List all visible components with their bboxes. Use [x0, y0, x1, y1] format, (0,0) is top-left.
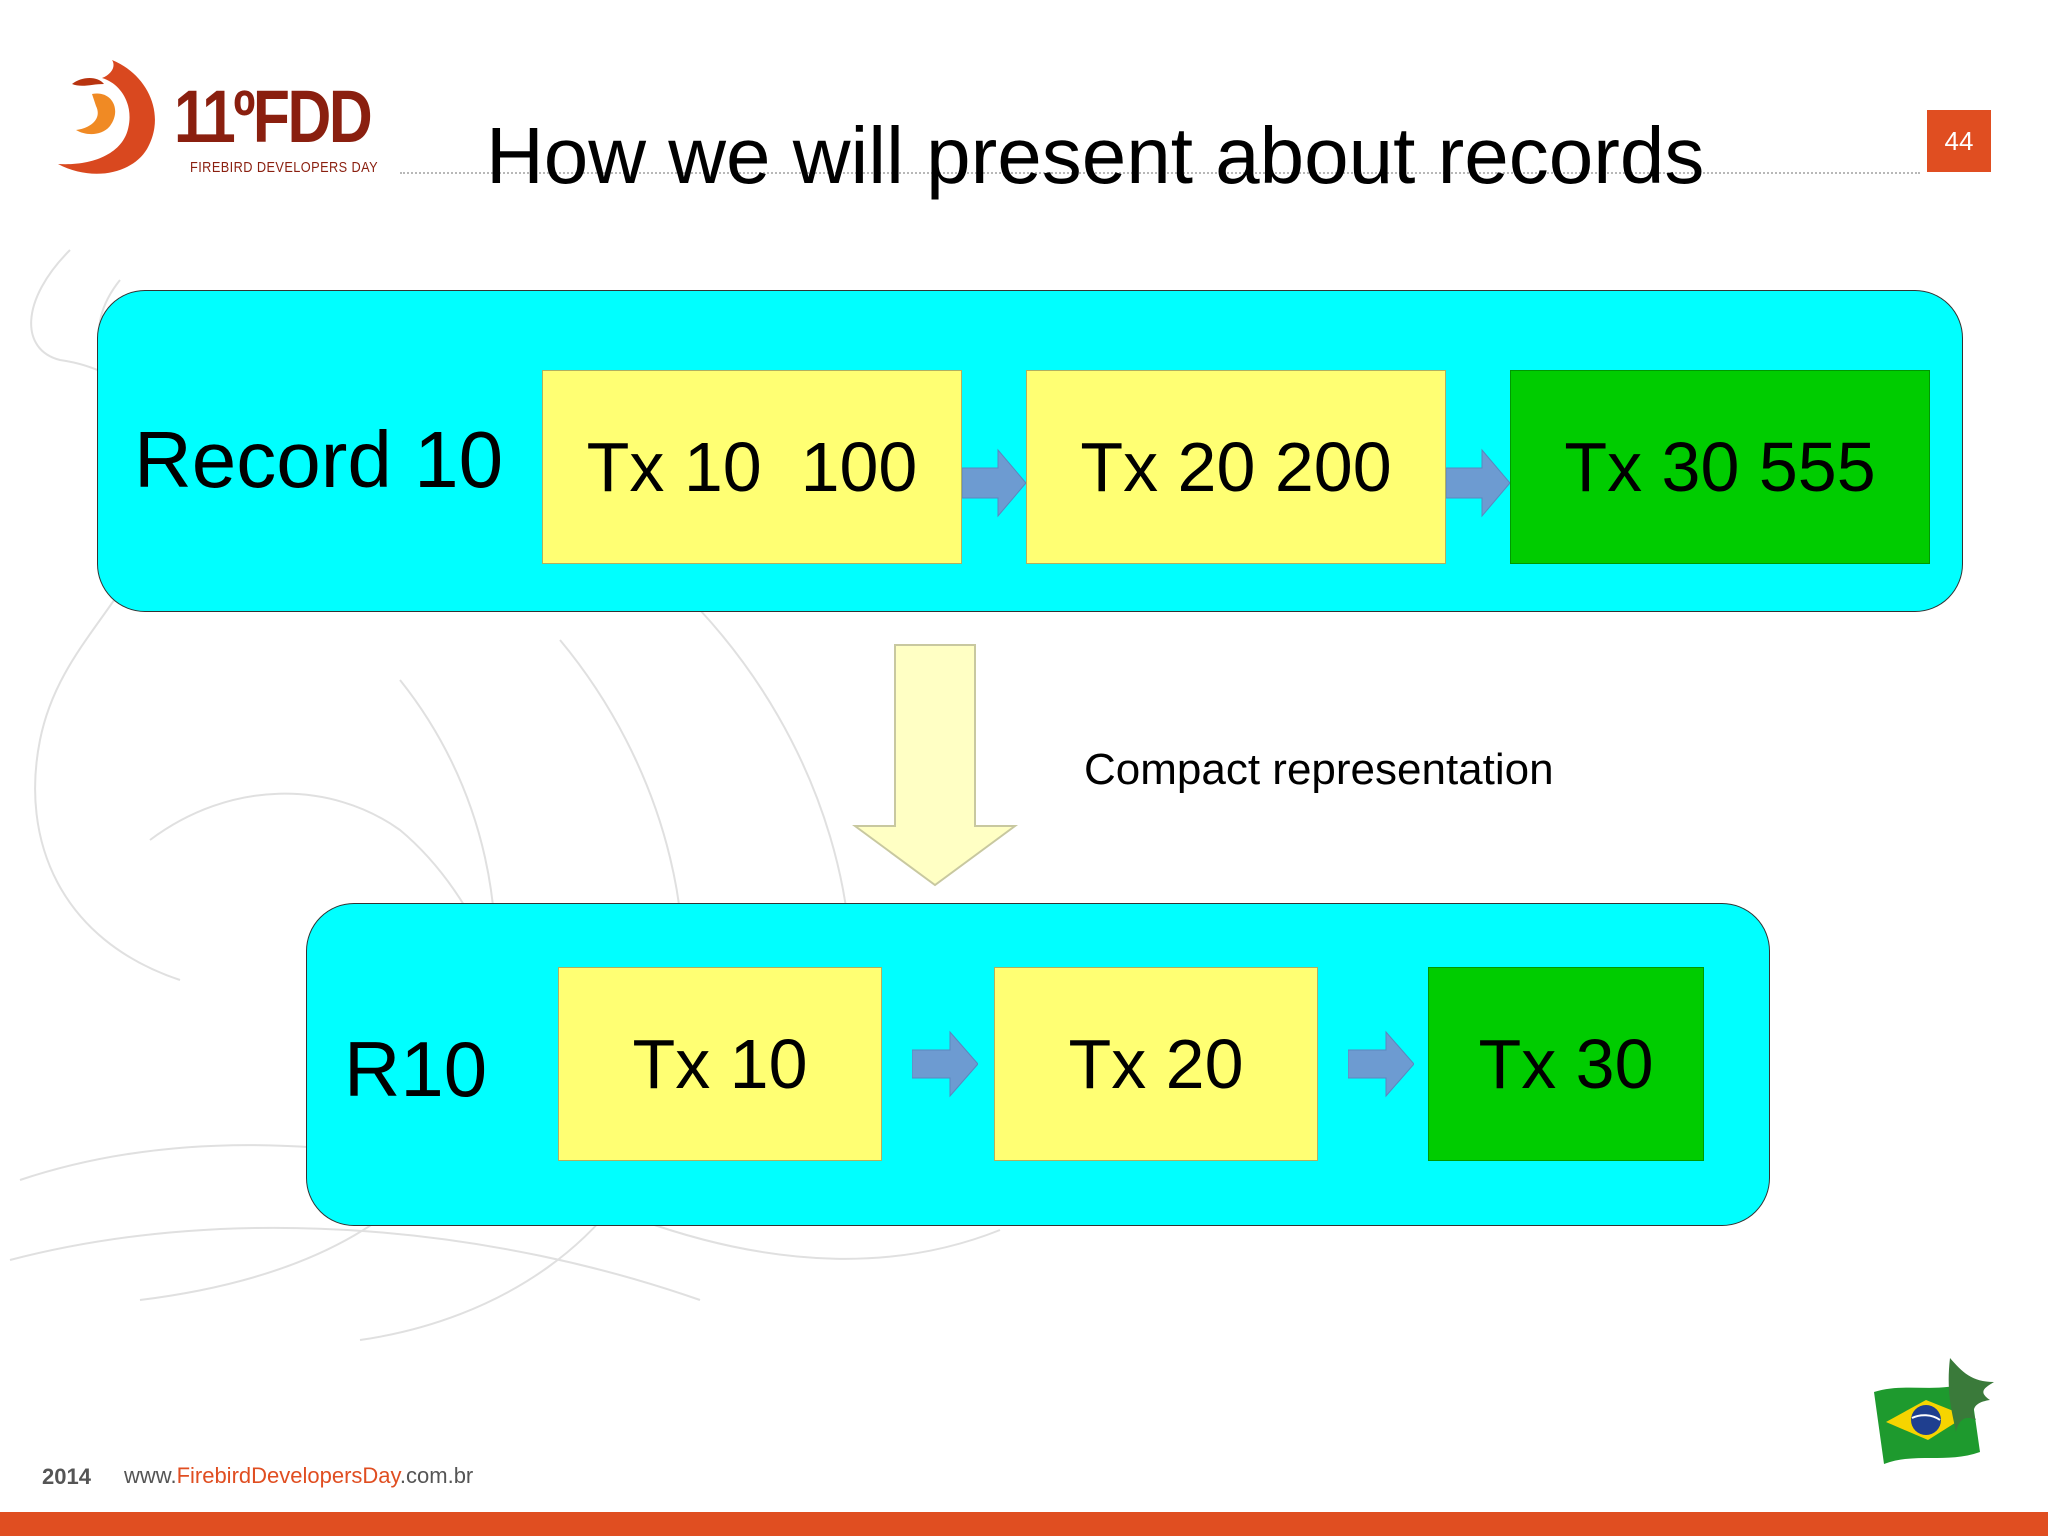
footer-url-suffix: .com.br: [399, 1463, 474, 1488]
compact-version-box: Tx 10: [558, 967, 882, 1161]
compact-version-box-latest: Tx 30: [1428, 967, 1704, 1161]
connector-arrow-icon: [912, 1030, 978, 1098]
footer-accent-bar: [0, 1512, 2048, 1536]
compact-caption: Compact representation: [1084, 745, 1554, 794]
footer-url[interactable]: www.FirebirdDevelopersDay.com.br: [124, 1463, 473, 1489]
footer-year: 2014: [42, 1464, 91, 1489]
compact-record-label: R10: [344, 1025, 488, 1113]
record-version-box: Tx 20 200: [1026, 370, 1446, 564]
down-arrow-icon: [852, 644, 1018, 887]
record-version-box-latest: Tx 30 555: [1510, 370, 1930, 564]
connector-arrow-icon: [962, 448, 1026, 518]
logo-subtitle: FIREBIRD DEVELOPERS DAY: [190, 159, 379, 176]
header-divider: [400, 172, 1920, 174]
record-version-box: Tx 10 100: [542, 370, 962, 564]
brazil-flag-bird-icon: [1874, 1358, 1994, 1464]
record-label: Record 10: [134, 415, 504, 504]
compact-version-box: Tx 20: [994, 967, 1318, 1161]
slide-number-badge: 44: [1927, 110, 1991, 172]
logo-wordmark: 11ºFDD: [174, 75, 373, 158]
footer-url-highlight: FirebirdDevelopersDay: [176, 1463, 400, 1488]
footer-url-prefix: www.: [124, 1463, 177, 1488]
slide-title: How we will present about records: [486, 111, 1705, 200]
connector-arrow-icon: [1446, 448, 1510, 518]
firebird-logo-icon: [58, 60, 155, 174]
connector-arrow-icon: [1348, 1030, 1414, 1098]
